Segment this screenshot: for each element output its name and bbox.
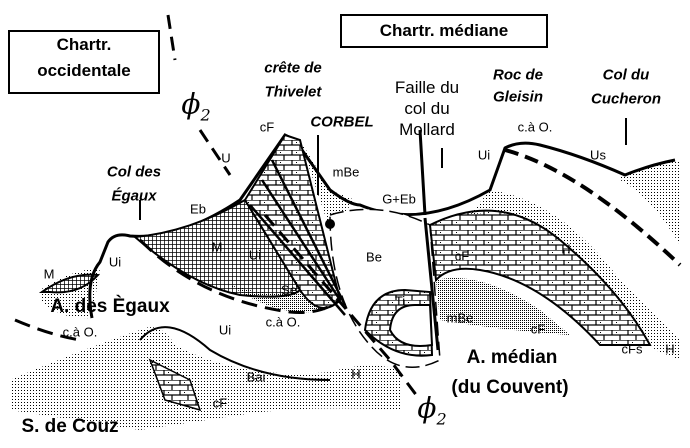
label-cucheron: Col du bbox=[602, 66, 650, 84]
formation-label: cF bbox=[454, 248, 470, 264]
formation-label: cFs bbox=[621, 341, 643, 357]
formation-label: Se bbox=[281, 282, 297, 298]
label-faille: Mollard bbox=[399, 120, 455, 139]
label-faille: Faille du bbox=[394, 78, 460, 97]
axis-phi2-trace bbox=[166, 14, 422, 401]
formation-label: G+Eb bbox=[382, 191, 416, 207]
fault-mollard bbox=[418, 129, 440, 351]
formation-label: Ti bbox=[394, 293, 406, 309]
topography-line bbox=[88, 133, 676, 319]
label-syncline-couz: S. de Couz bbox=[21, 416, 119, 437]
box-line: Chartr. bbox=[56, 35, 112, 54]
formation-label: cF bbox=[212, 395, 228, 411]
label-roc: Gleisin bbox=[492, 88, 544, 106]
corbel-point bbox=[325, 219, 335, 229]
label-cucheron: Cucheron bbox=[590, 90, 662, 108]
formation-label: Ui bbox=[218, 322, 232, 338]
label-anticline-median: A. médian bbox=[466, 347, 558, 368]
axis-phi2-label: ϕ2 bbox=[417, 391, 447, 429]
label-faille: col du bbox=[404, 99, 450, 118]
formation-label: H bbox=[665, 341, 675, 357]
label-corbel: CORBEL bbox=[310, 113, 374, 131]
couz-syncline bbox=[10, 327, 400, 430]
formation-label: cF bbox=[259, 119, 275, 135]
label-col-egaux: Égaux bbox=[111, 187, 157, 205]
label-crete: crête de bbox=[264, 59, 322, 77]
formation-label: cF bbox=[530, 321, 546, 337]
formation-label: U bbox=[221, 150, 231, 166]
formation-label: c.à O. bbox=[517, 119, 553, 135]
chartreuse-occidentale-box: Chartr. occidentale bbox=[8, 30, 160, 94]
label-anticline-egaux: A. des Ègaux bbox=[50, 296, 170, 317]
formation-label: Be bbox=[366, 249, 382, 265]
formation-label: M bbox=[43, 266, 55, 282]
formation-label: mBe bbox=[332, 164, 360, 180]
formation-label: Us bbox=[590, 147, 606, 163]
label-crete: Thivelet bbox=[264, 83, 322, 101]
formation-label: H bbox=[561, 241, 571, 257]
box-line: occidentale bbox=[37, 61, 131, 80]
formation-label: mBe bbox=[446, 310, 474, 326]
label-col-egaux: Col des bbox=[106, 163, 162, 181]
formation-label: Bai bbox=[246, 369, 266, 385]
axis-phi2-label: ϕ2 bbox=[181, 87, 211, 125]
formation-label: c.à O. bbox=[62, 324, 98, 340]
formation-label: Eb bbox=[190, 201, 206, 217]
chartreuse-mediane-box: Chartr. médiane bbox=[340, 14, 548, 48]
formation-label: Ui bbox=[108, 254, 122, 270]
label-anticline-median-sub: (du Couvent) bbox=[451, 377, 569, 398]
label-roc: Roc de bbox=[492, 66, 544, 84]
formation-label: Ui bbox=[248, 247, 262, 263]
formation-label: H bbox=[351, 366, 361, 382]
formation-label: M bbox=[211, 239, 223, 255]
formation-label: c.à O. bbox=[265, 314, 301, 330]
formation-label: Ui bbox=[477, 147, 491, 163]
